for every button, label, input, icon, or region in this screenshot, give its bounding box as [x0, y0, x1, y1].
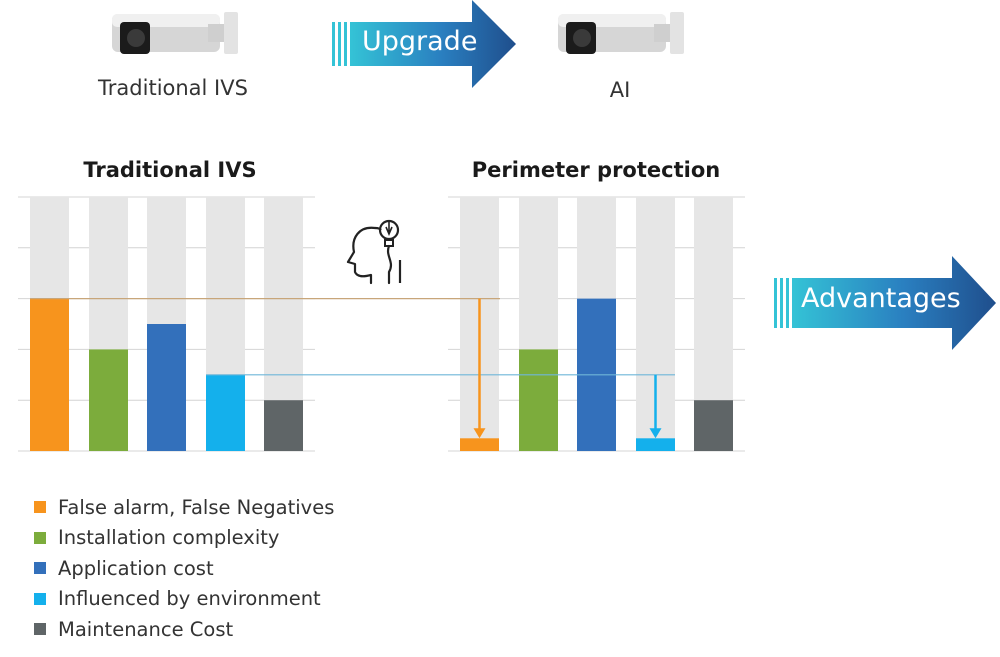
legend-swatch — [34, 501, 46, 514]
legend-swatch — [34, 592, 46, 605]
bar-installation — [89, 349, 128, 451]
legend-label: Maintenance Cost — [58, 617, 234, 641]
bar-maintenance — [694, 400, 733, 451]
bar-installation — [519, 349, 558, 451]
right-camera-icon — [558, 12, 684, 54]
legend-label: False alarm, False Negatives — [58, 495, 335, 519]
legend-label: Application cost — [58, 556, 214, 580]
chart-title-traditional: Traditional IVS — [83, 158, 257, 182]
bar-environment — [636, 438, 675, 451]
upgrade-label: Upgrade — [362, 26, 478, 57]
false-alarm-decrease-arrow-head — [473, 428, 486, 439]
bar-maintenance — [264, 400, 303, 451]
right-camera-label: AI — [609, 78, 631, 102]
left-camera-label: Traditional IVS — [98, 76, 248, 100]
legend: False alarm, False Negatives Installatio… — [34, 492, 334, 645]
legend-swatch — [34, 531, 46, 544]
left-camera-icon — [112, 12, 238, 54]
advantages-arrow-icon — [774, 256, 996, 350]
bar-application — [147, 324, 186, 451]
legend-swatch — [34, 623, 46, 636]
bar-environment — [206, 374, 245, 451]
legend-item: Application cost — [34, 553, 334, 584]
legend-label: Installation complexity — [58, 526, 280, 550]
legend-item: Maintenance Cost — [34, 614, 334, 645]
idea-head-icon — [346, 219, 402, 285]
environment-decrease-arrow-head — [649, 428, 662, 439]
legend-item: Installation complexity — [34, 523, 334, 554]
upgrade-arrow-icon — [332, 0, 516, 88]
legend-item: Influenced by environment — [34, 584, 334, 615]
legend-label: Influenced by environment — [58, 587, 321, 611]
advantages-label: Advantages — [801, 283, 961, 314]
bar-false-alarm — [460, 438, 499, 451]
legend-swatch — [34, 562, 46, 575]
legend-item: False alarm, False Negatives — [34, 492, 334, 523]
bar-false-alarm — [30, 298, 69, 451]
chart-title-perimeter: Perimeter protection — [471, 158, 721, 182]
